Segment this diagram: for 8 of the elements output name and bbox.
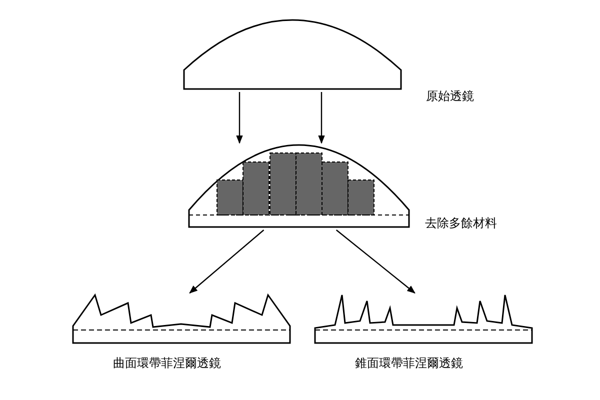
lens-caption: 曲面環帶菲涅爾透鏡 (113, 355, 221, 372)
arrow (336, 230, 416, 294)
lens-caption: 去除多餘材料 (425, 215, 497, 232)
arrow (236, 92, 243, 144)
arrow (318, 92, 325, 144)
lens-caption: 錐面環帶菲涅爾透鏡 (355, 355, 463, 372)
arrow (189, 230, 264, 294)
lens-caption: 原始透鏡 (426, 88, 474, 105)
